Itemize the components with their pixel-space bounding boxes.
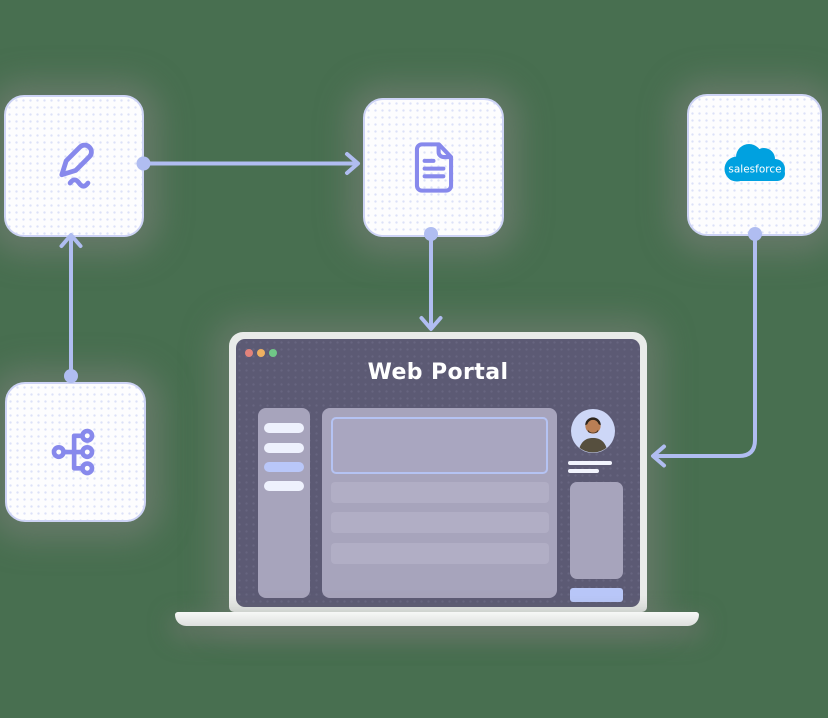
user-avatar [571,409,615,453]
portal-content [322,408,557,598]
arrowhead-down-icon [419,316,443,331]
laptop-screen: Web Portal [229,332,647,612]
salesforce-logo-text: salesforce [728,164,781,176]
arrowhead-right-icon [345,152,360,175]
portal-title: Web Portal [367,360,509,385]
portal-sidebar [258,408,310,598]
profile-action-bar [570,588,623,602]
document-icon [414,142,453,193]
signature-card [4,95,144,237]
content-row [331,482,549,503]
sidebar-item [264,481,304,491]
arrow-salesforce-to-portal [651,227,762,468]
salesforce-cloud-shape [724,144,785,182]
profile-text-line [568,469,599,473]
sidebar-item [264,443,304,453]
arrow-document-to-portal [419,227,443,331]
salesforce-cloud-logo: salesforce [724,144,785,182]
salesforce-card: salesforce [687,94,822,236]
laptop-base [175,612,699,626]
sidebar-item-active [264,462,304,472]
web-portal-window: Web Portal [236,339,640,607]
content-hero-block [331,417,548,474]
content-row [331,543,549,564]
maximize-dot-icon [269,349,277,357]
arrow-signature-to-document [136,152,360,175]
sidebar-item [264,423,304,433]
hierarchy-icon [51,428,94,476]
profile-text-line [568,461,612,465]
content-row [331,512,549,533]
close-dot-icon [245,349,253,357]
window-controls [245,349,277,357]
hierarchy-card [5,382,146,522]
arrow-start-dot [64,369,78,383]
arrowhead-left-icon [651,444,666,468]
signature-pen-icon [59,142,94,189]
minimize-dot-icon [257,349,265,357]
user-photo [578,417,608,453]
profile-panel [570,482,623,579]
document-card [363,98,504,237]
arrow-hierarchy-to-signature [59,233,83,383]
